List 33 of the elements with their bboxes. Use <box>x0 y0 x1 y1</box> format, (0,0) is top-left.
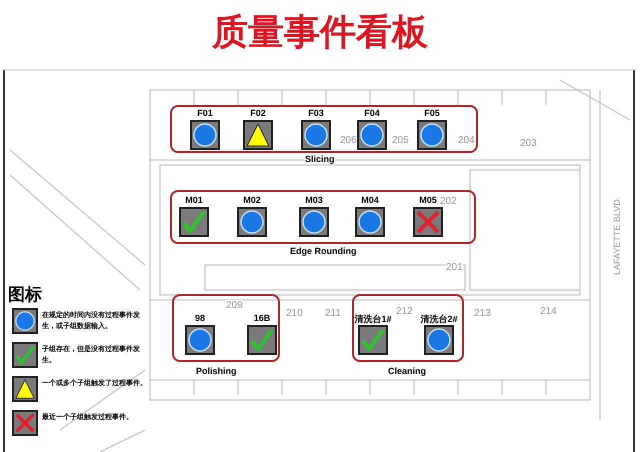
title: 质量事件看板 <box>210 10 429 55</box>
station-label: F02 <box>250 108 266 118</box>
group-label: Slicing <box>305 154 335 164</box>
station-label: M05 <box>419 195 437 205</box>
station-label: 98 <box>195 313 205 323</box>
room-number: 204 <box>458 135 475 146</box>
room-number: 203 <box>520 138 537 149</box>
room-number: 213 <box>474 308 491 319</box>
station-label: F03 <box>308 108 324 118</box>
station-label: 清洗台2# <box>420 313 458 326</box>
station-label: M02 <box>243 195 261 205</box>
group-label: Cleaning <box>388 366 426 376</box>
station-label: F04 <box>364 108 380 118</box>
street-name: LAFAYETTE BLVD. <box>612 196 622 275</box>
group-label: Polishing <box>196 366 236 376</box>
station-label: F05 <box>424 108 440 118</box>
room-number: 210 <box>286 308 303 319</box>
legend-heading: 图标 <box>8 283 42 306</box>
room-number: 201 <box>446 262 463 273</box>
station-label: 清洗台1# <box>354 313 392 326</box>
station-label: 16B <box>254 313 270 323</box>
room-number: 202 <box>440 196 457 207</box>
station-label: M01 <box>185 195 203 205</box>
station-label: M03 <box>305 195 323 205</box>
room-number: 211 <box>325 308 341 319</box>
room-number: 209 <box>226 300 243 311</box>
room-number: 212 <box>396 306 413 317</box>
room-number: 205 <box>392 135 409 146</box>
group-label: Edge Rounding <box>290 246 356 256</box>
station-label: M04 <box>361 195 379 205</box>
room-number: 206 <box>340 135 357 146</box>
station-label: F01 <box>197 108 213 118</box>
room-number: 214 <box>540 306 557 317</box>
